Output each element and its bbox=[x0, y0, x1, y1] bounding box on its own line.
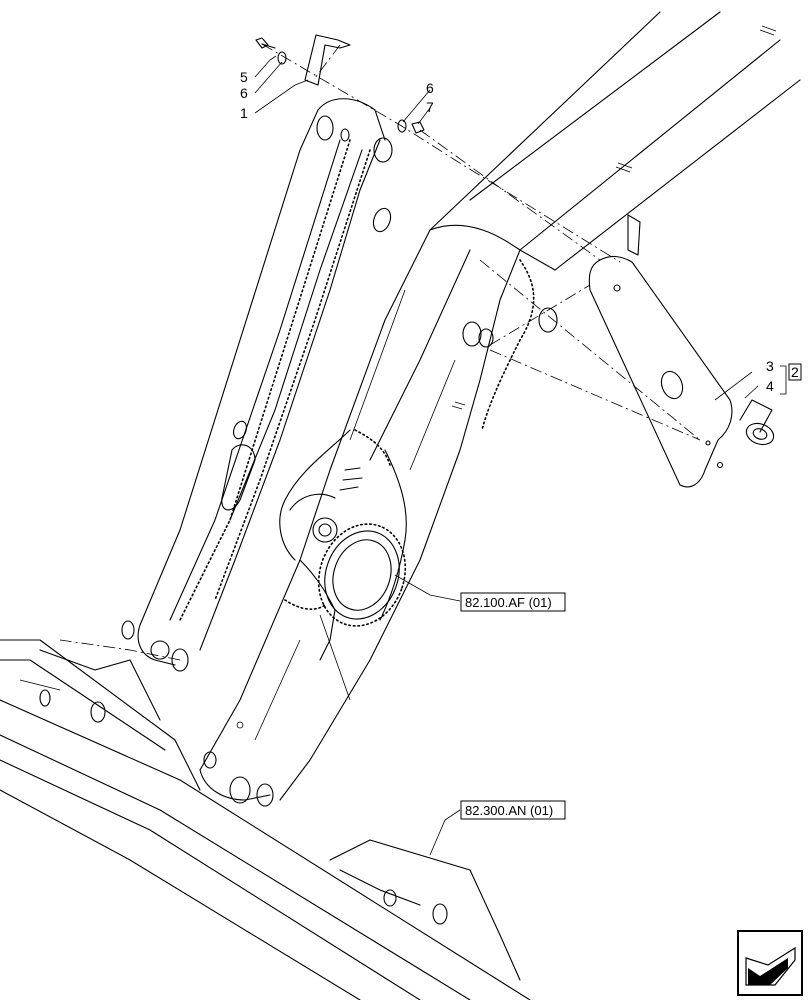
callout-7: 7 bbox=[426, 99, 434, 115]
loader-boom-arm bbox=[199, 11, 801, 801]
callout-3: 3 bbox=[766, 358, 774, 374]
callout-6-left: 6 bbox=[240, 85, 248, 101]
ref-label-upper[interactable]: 82.100.AF (01) bbox=[465, 595, 552, 610]
callout-5: 5 bbox=[240, 69, 248, 85]
support-plate bbox=[588, 214, 733, 488]
ref-box-lower[interactable] bbox=[460, 800, 566, 820]
ref-label-lower[interactable]: 82.300.AN (01) bbox=[465, 803, 553, 818]
arrow-view-icon[interactable] bbox=[737, 930, 803, 996]
link-arm bbox=[121, 98, 393, 672]
bracket-hardware bbox=[255, 34, 425, 134]
bucket-frame bbox=[0, 639, 531, 1000]
callout-1: 1 bbox=[240, 105, 248, 121]
callout-4: 4 bbox=[766, 378, 774, 394]
callout-2-box bbox=[788, 363, 802, 381]
alignment-lines bbox=[59, 43, 701, 661]
ref-box-upper[interactable] bbox=[460, 592, 566, 612]
callout-2: 2 bbox=[791, 364, 799, 380]
callout-leaders bbox=[254, 55, 787, 856]
callout-6-right: 6 bbox=[426, 80, 434, 96]
bushing bbox=[739, 399, 775, 446]
